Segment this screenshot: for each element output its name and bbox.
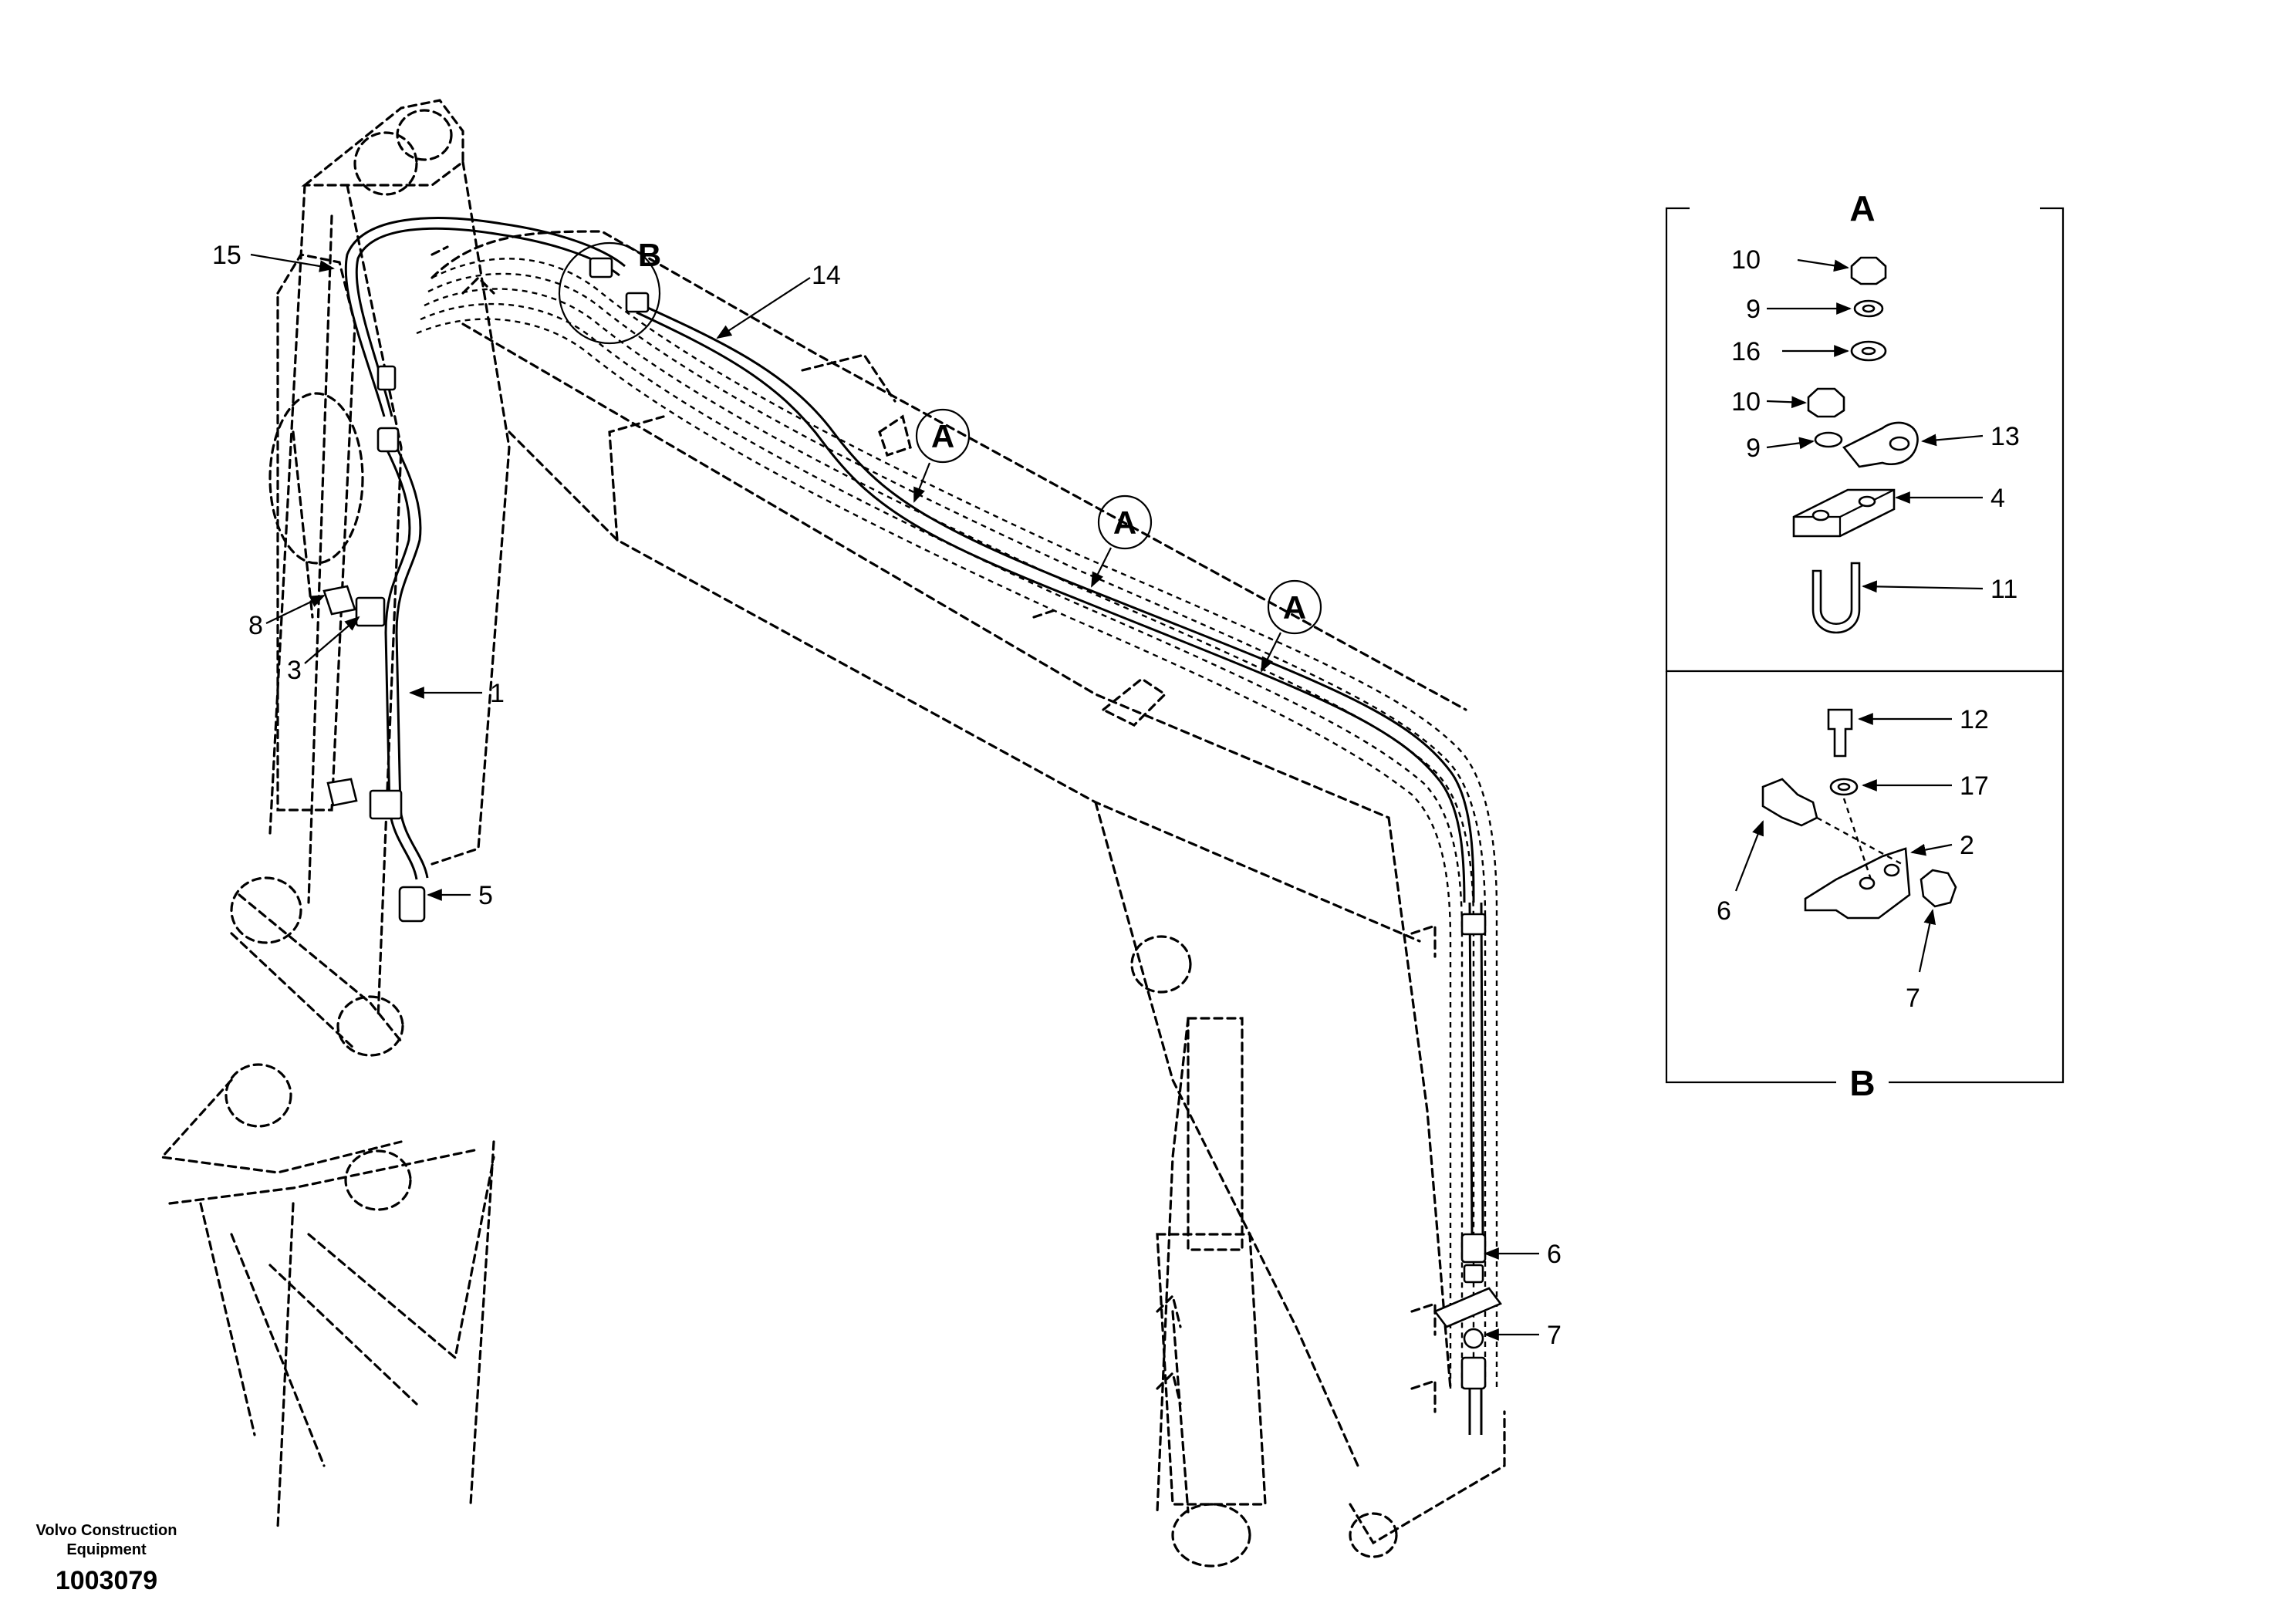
bracket-2-icon bbox=[1804, 847, 1911, 920]
detail-b-circle bbox=[558, 241, 661, 345]
detail-marker-b: B bbox=[638, 237, 661, 273]
callout-5: 5 bbox=[478, 881, 493, 910]
panel-a-label-10-top: 10 bbox=[1731, 245, 1761, 275]
hose-15 bbox=[344, 217, 626, 417]
callout-14: 14 bbox=[812, 261, 841, 290]
leader-lines bbox=[250, 253, 1539, 1341]
callout-7: 7 bbox=[1547, 1321, 1562, 1350]
panel-a-label-9-top: 9 bbox=[1746, 295, 1761, 324]
panel-a-label-13: 13 bbox=[1990, 422, 2020, 451]
panel-b-title: B bbox=[1849, 1063, 1875, 1103]
hose-assembly bbox=[322, 217, 1503, 1435]
detail-markers: A A A B bbox=[638, 237, 1322, 635]
callout-6: 6 bbox=[1547, 1240, 1562, 1269]
u-bolt-11-icon bbox=[1811, 562, 1861, 634]
panel-a-label-16: 16 bbox=[1731, 337, 1761, 366]
callout-1: 1 bbox=[490, 679, 505, 708]
panel-a-label-10-lower: 10 bbox=[1731, 387, 1761, 417]
brand-line-2: Equipment bbox=[66, 1541, 147, 1558]
panel-b-label-7: 7 bbox=[1906, 984, 1920, 1013]
detail-marker-a-3: A bbox=[1283, 589, 1306, 626]
panel-a-label-4: 4 bbox=[1990, 484, 2005, 513]
detail-marker-a-2: A bbox=[1113, 505, 1136, 541]
detail-panel-a: A 10 9 16 10 9 13 4 11 bbox=[1665, 185, 2065, 673]
panel-a-label-11: 11 bbox=[1990, 575, 2017, 604]
hose-14 bbox=[632, 299, 1475, 903]
pipe-1 bbox=[384, 447, 418, 880]
nut-7-icon bbox=[1920, 869, 1957, 908]
panel-b-label-6: 6 bbox=[1717, 896, 1731, 926]
fitting-6-icon bbox=[1761, 778, 1818, 827]
panel-b-label-17: 17 bbox=[1960, 771, 1989, 801]
panel-a-title: A bbox=[1849, 188, 1875, 228]
clamp-13-icon bbox=[1842, 421, 1919, 468]
nut-10-top-icon bbox=[1850, 256, 1887, 285]
nut-10-lower-icon bbox=[1807, 387, 1845, 418]
panel-b-label-2: 2 bbox=[1960, 831, 1974, 860]
callout-numbers: 15 14 8 3 1 5 6 7 bbox=[212, 241, 1562, 1350]
bolt-12-icon bbox=[1827, 708, 1853, 758]
callout-15: 15 bbox=[212, 241, 241, 270]
callout-3: 3 bbox=[287, 656, 302, 685]
detail-marker-a-1: A bbox=[931, 418, 954, 454]
machine-outline bbox=[159, 99, 1506, 1568]
panel-a-label-9-lower: 9 bbox=[1746, 434, 1761, 463]
brand-line-1: Volvo Construction bbox=[36, 1522, 177, 1539]
callout-8: 8 bbox=[248, 611, 263, 640]
detail-panel-b: B 12 17 6 2 7 bbox=[1665, 671, 2065, 1103]
drawing-number: 1003079 bbox=[56, 1566, 157, 1595]
footer: Volvo Construction Equipment 1003079 bbox=[36, 1522, 177, 1595]
panel-b-label-12: 12 bbox=[1960, 705, 1989, 734]
